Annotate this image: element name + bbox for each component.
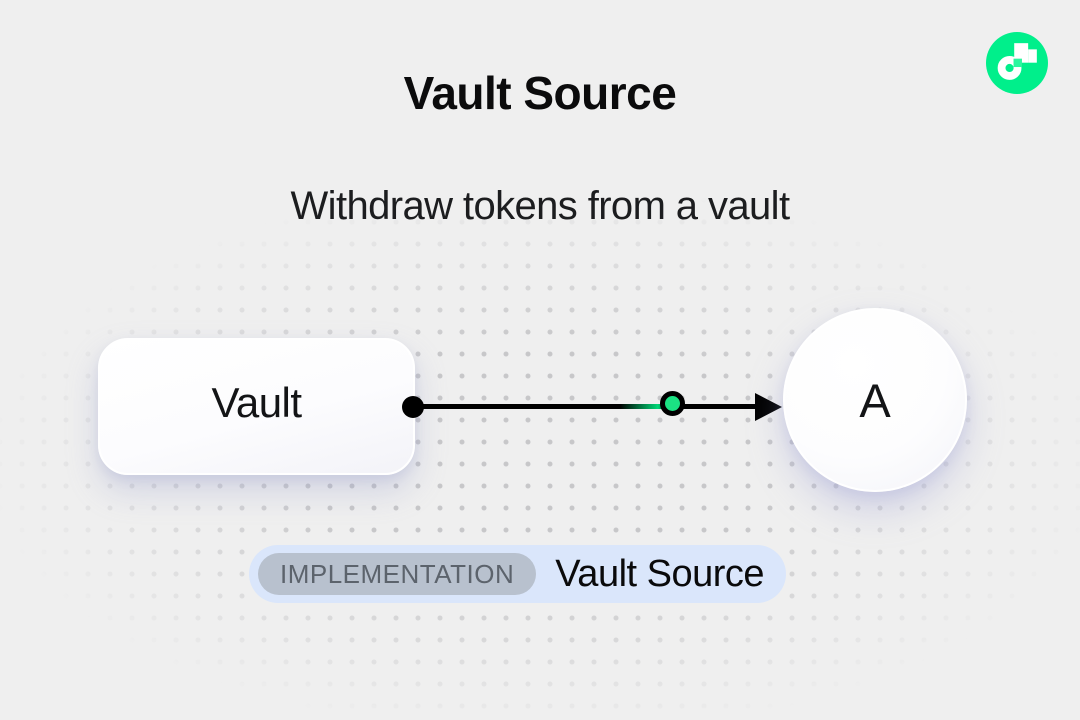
token-transfer-dot [660,391,685,416]
vault-node-label: Vault [211,378,302,426]
arrow-head-icon [755,393,782,421]
page-title: Vault Source [403,67,677,119]
edge-line [413,404,758,409]
implementation-tag: IMPLEMENTATION [258,553,537,595]
vault-node: Vault [98,338,415,475]
page-subtitle: Withdraw tokens from a vault [290,184,791,228]
implementation-value: Vault Source [555,552,765,595]
receiver-node-label: A [859,373,891,427]
receiver-node: A [783,308,967,492]
implementation-badge: IMPLEMENTATION Vault Source [249,545,787,603]
flow-logo-icon [986,32,1048,94]
